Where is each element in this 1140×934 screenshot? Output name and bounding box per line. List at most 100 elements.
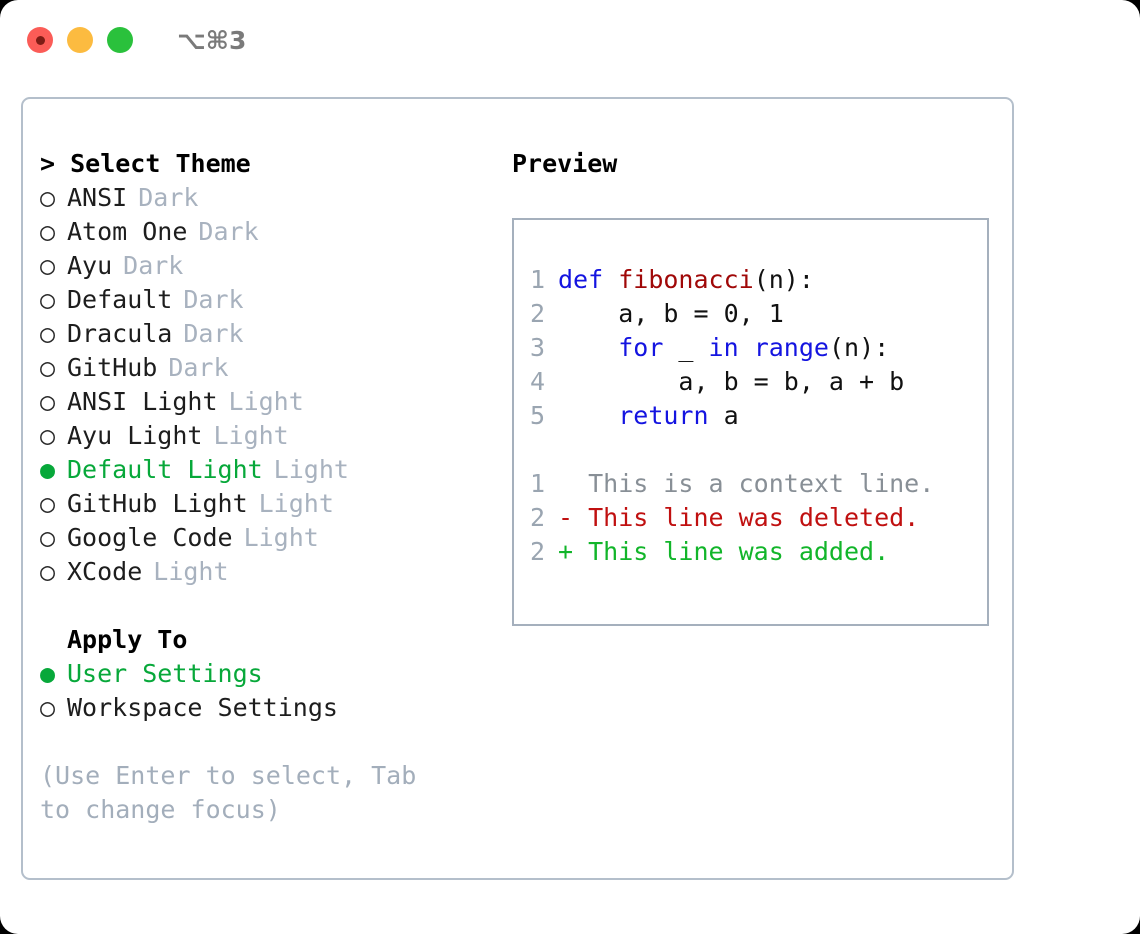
minimize-button[interactable] — [67, 27, 93, 53]
theme-option-tag: Light — [243, 523, 319, 552]
theme-option-tag: Light — [228, 387, 304, 416]
code-line-text: a, b = 0, 1 — [558, 297, 784, 331]
theme-option-tag: Light — [213, 421, 289, 450]
code-diff-separator — [514, 433, 987, 467]
diff-line-number: 2 — [529, 503, 545, 532]
code-token-kw: for — [618, 333, 664, 362]
diff-line: 2- This line was deleted. — [514, 501, 987, 535]
code-line: 5 return a — [514, 399, 987, 433]
preview-heading: Preview — [512, 149, 618, 178]
code-line-number: 5 — [529, 401, 545, 430]
code-token-plain: a, b = 0, 1 — [558, 299, 784, 328]
theme-option-default[interactable]: ○ Default Dark — [40, 283, 503, 317]
theme-option-label: XCode — [67, 557, 143, 586]
code-token-plain: a, b = b, a + b — [558, 367, 905, 396]
code-line-number: 2 — [529, 299, 545, 328]
radio-unselected-icon: ○ — [40, 319, 56, 348]
code-token-kw: in — [708, 333, 739, 362]
maximize-button[interactable] — [107, 27, 133, 53]
theme-option-tag: Dark — [168, 353, 229, 382]
theme-option-atom-one[interactable]: ○ Atom One Dark — [40, 215, 503, 249]
apply-to-list[interactable]: ● User Settings ○Workspace Settings — [40, 657, 503, 725]
radio-unselected-icon: ○ — [40, 217, 56, 246]
radio-unselected-icon: ○ — [40, 489, 56, 518]
theme-option-label: Default — [67, 285, 173, 314]
theme-option-label: GitHub Light — [67, 489, 248, 518]
radio-unselected-icon: ○ — [40, 251, 56, 280]
code-line: 4 a, b = b, a + b — [514, 365, 987, 399]
theme-option-github[interactable]: ○ GitHub Dark — [40, 351, 503, 385]
theme-option-label: ANSI Light — [67, 387, 218, 416]
radio-selected-icon: ● — [40, 659, 56, 688]
theme-option-tag: Dark — [123, 251, 184, 280]
code-line-number: 4 — [529, 367, 545, 396]
code-token-kw: def — [558, 265, 619, 294]
theme-option-label: Atom One — [67, 217, 188, 246]
radio-unselected-icon: ○ — [40, 693, 56, 722]
code-token-kw: return — [618, 401, 709, 430]
apply-to-option-label: User Settings — [67, 659, 263, 688]
radio-unselected-icon: ○ — [40, 353, 56, 382]
code-token-fn: fibonacci — [618, 265, 754, 294]
radio-unselected-icon: ○ — [40, 557, 56, 586]
apply-to-heading: Apply To — [67, 625, 188, 654]
code-token-plain: (n): — [753, 265, 814, 294]
keyboard-shortcut-label: ⌥⌘3 — [177, 25, 247, 55]
diff-line: 2 + This line was added. — [514, 535, 987, 569]
theme-option-tag: Dark — [183, 285, 244, 314]
code-token-plain — [558, 401, 618, 430]
code-line-text: a, b = b, a + b — [558, 365, 904, 399]
code-line-text: for _ in range(n): — [558, 331, 889, 365]
code-token-plain: (n): — [828, 333, 890, 362]
theme-option-tag: Light — [273, 455, 349, 484]
keyboard-hint-text: (Use Enter to select, Tab to change focu… — [40, 761, 417, 824]
radio-unselected-icon: ○ — [40, 421, 56, 450]
diff-line-text-ctx: This is a context line. — [558, 469, 935, 498]
theme-option-label: Default Light — [67, 455, 263, 484]
diff-sample: 1 This is a context line.2- This line wa… — [514, 467, 987, 569]
code-token-plain — [739, 333, 754, 362]
theme-option-tag: Light — [258, 489, 334, 518]
code-line-number: 3 — [529, 333, 545, 362]
theme-option-label: Google Code — [67, 523, 233, 552]
radio-unselected-icon: ○ — [40, 285, 56, 314]
theme-option-label: GitHub — [67, 353, 158, 382]
apply-to-option-workspace-settings[interactable]: ○Workspace Settings — [40, 691, 503, 725]
theme-option-tag: Dark — [198, 217, 259, 246]
code-line-text: def fibonacci(n): — [558, 263, 814, 297]
code-token-kw: range — [753, 333, 829, 362]
theme-option-github-light[interactable]: ○ GitHub Light Light — [40, 487, 503, 521]
diff-line-number: 1 — [529, 469, 545, 498]
theme-option-label: ANSI — [67, 183, 128, 212]
diff-line-text-add: + This line was added. — [558, 537, 890, 566]
code-token-plain: _ — [663, 333, 709, 362]
list-spacer — [40, 589, 503, 623]
diff-line-number: 2 — [529, 537, 545, 566]
code-line: 2 a, b = 0, 1 — [514, 297, 987, 331]
code-line-text: return a — [558, 399, 739, 433]
apply-to-option-user-settings[interactable]: ● User Settings — [40, 657, 503, 691]
theme-option-ansi[interactable]: ○ ANSI Dark — [40, 181, 503, 215]
select-theme-heading: > Select Theme — [40, 149, 251, 178]
theme-option-tag: Dark — [138, 183, 199, 212]
code-token-plain: a — [708, 401, 739, 430]
theme-option-label: Dracula — [67, 319, 173, 348]
close-button[interactable] — [27, 27, 53, 53]
title-bar: ⌥⌘3 — [0, 0, 1140, 80]
diff-line: 1 This is a context line. — [514, 467, 987, 501]
radio-unselected-icon: ○ — [40, 183, 56, 212]
